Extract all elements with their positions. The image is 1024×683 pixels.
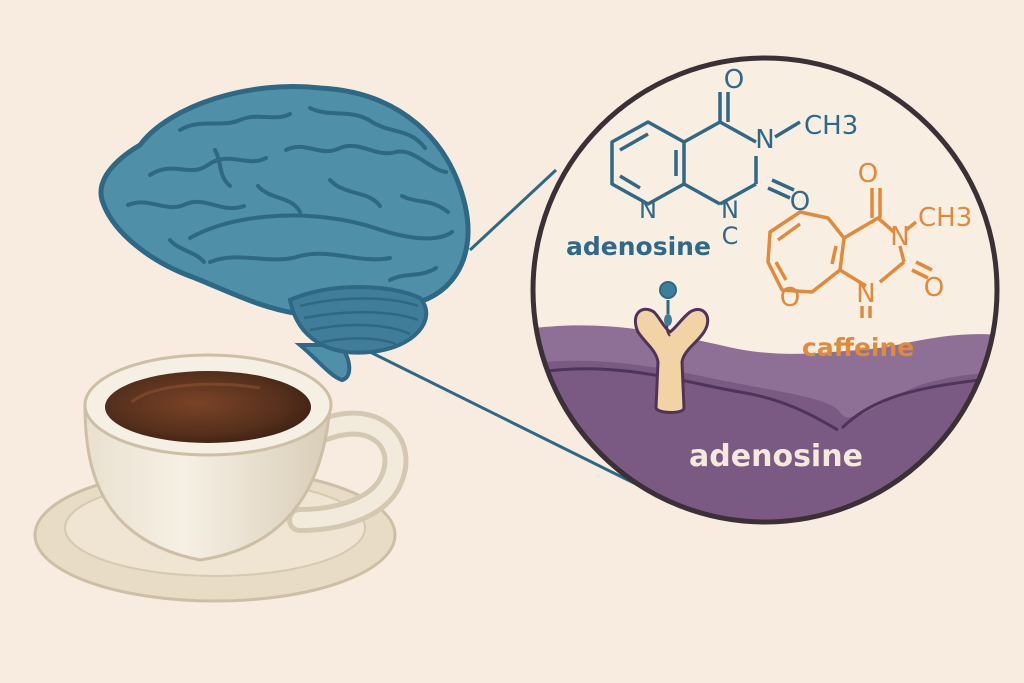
caffeine-o-right-atom: O	[924, 273, 944, 303]
membrane-adenosine-label: adenosine	[689, 439, 863, 474]
adenosine-methyl-group: CH3	[804, 111, 858, 141]
coffee-cup-illustration	[33, 353, 409, 603]
adenosine-o-right-atom: O	[790, 187, 810, 217]
caffeine-methyl-group: CH3	[918, 203, 972, 233]
adenosine-n-ring-atom: N	[639, 196, 657, 224]
zoom-inset: O N CH3 O N N C adenosine	[530, 55, 1000, 525]
adenosine-o-top-atom: O	[724, 65, 744, 95]
zoom-connector-lines	[361, 168, 663, 499]
caffeine-molecule: O N CH3 O O N caffeine	[766, 159, 972, 362]
brain-illustration	[98, 84, 471, 383]
adenosine-droplet	[659, 281, 677, 326]
adenosine-molecule-label: adenosine	[566, 232, 711, 261]
caffeine-o-ring-atom: O	[780, 283, 800, 313]
cerebellum-folds	[299, 297, 419, 346]
adenosine-c-bottom-atom: C	[722, 222, 739, 250]
caffeine-n-bottom-atom: N	[856, 279, 875, 309]
adenosine-n-bottom-atom: N	[721, 196, 739, 224]
caffeine-molecule-label: caffeine	[802, 333, 914, 362]
caffeine-o-top-atom: O	[858, 159, 878, 189]
caffeine-n-methyl-atom: N	[890, 222, 909, 252]
zoom-circle-border	[530, 55, 1000, 525]
brain-gyri	[126, 106, 454, 282]
adenosine-n-methyl-atom: N	[755, 125, 774, 155]
adenosine-molecule: O N CH3 O N N C adenosine	[566, 65, 858, 261]
